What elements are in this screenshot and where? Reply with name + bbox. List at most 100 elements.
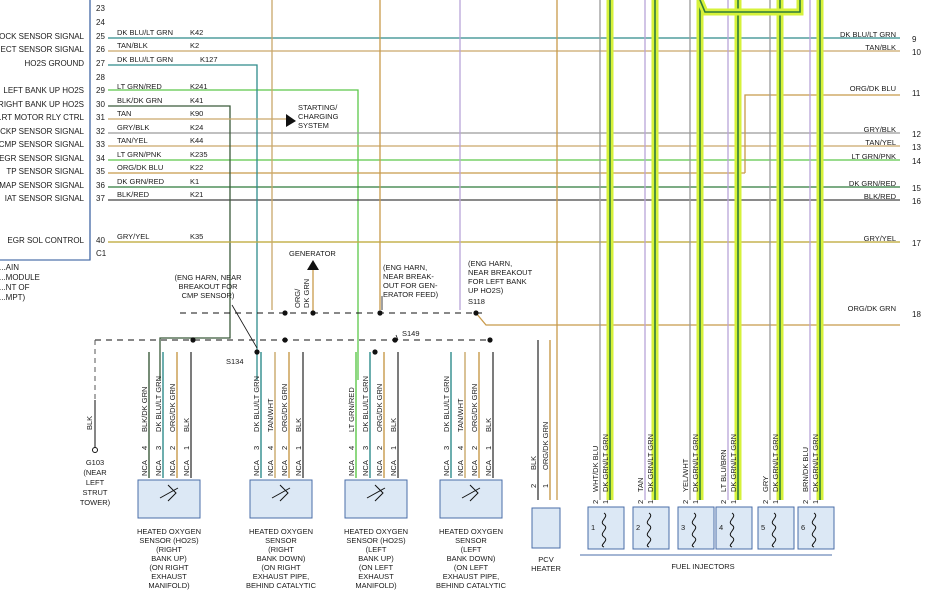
splice-dot: [282, 310, 288, 316]
pcm-title-line: ...NT OF: [0, 283, 30, 292]
pcm-pin-label: ...RT MOTOR RLY CTRL: [0, 113, 85, 122]
wire-color-label: DK GRN/LT GRN: [601, 434, 610, 492]
splice-dot: [310, 310, 316, 316]
generator-callout: NEAR BREAK-: [383, 272, 434, 281]
wire-color-label: LT GRN/PNK: [117, 150, 161, 159]
nca-label: NCA: [375, 460, 384, 476]
generator-callout: OUT FOR GEN-: [383, 281, 438, 290]
ground-label: (NEAR: [83, 468, 107, 477]
pin-number: 32: [96, 127, 105, 136]
circuit-id: K41: [190, 96, 203, 105]
pin-number: 23: [96, 4, 105, 13]
pcv-label: HEATER: [531, 564, 561, 573]
nca-label: NCA: [470, 460, 479, 476]
wire-color-label: BLK: [182, 418, 191, 432]
pcm-pin-label: EGR SENSOR SIGNAL: [0, 154, 85, 163]
sensor-label: (RIGHT: [268, 545, 294, 554]
sensor-label: EXHAUST PIPE,: [443, 572, 500, 581]
nca-label: NCA: [182, 460, 191, 476]
right-wire-label: LT GRN/PNK: [852, 152, 896, 161]
wire-color-label: LT BLU/BRN: [719, 449, 728, 492]
pcm-pin-label: MAP SENSOR SIGNAL: [0, 181, 85, 190]
circuit-id: K42: [190, 28, 203, 37]
pin-number: 29: [96, 86, 105, 95]
pcm-pin-label: ...OCK SENSOR SIGNAL: [0, 32, 85, 41]
pcm-pin-label: HO2S GROUND: [24, 59, 84, 68]
wire-color-label: LT GRN/RED: [117, 82, 162, 91]
sensor-label: SENSOR (HO2S): [346, 536, 406, 545]
sensor-label: SENSOR (HO2S): [139, 536, 199, 545]
sensor-label: BEHIND CATALYTIC: [246, 581, 317, 590]
pcm-pin-label: TP SENSOR SIGNAL: [6, 167, 84, 176]
sensor-label: (LEFT: [366, 545, 387, 554]
cmp-callout: BREAKOUT FOR: [178, 282, 238, 291]
circuit-id: K241: [190, 82, 208, 91]
cmp-callout: CMP SENSOR): [182, 291, 235, 300]
circuit-id: K90: [190, 109, 203, 118]
sensor-label: BANK DOWN): [257, 554, 306, 563]
heater-element-icon: [366, 484, 386, 502]
nca-label: NCA: [168, 460, 177, 476]
right-wire-label: DK GRN/RED: [849, 179, 897, 188]
callout-leader: [395, 334, 399, 341]
wire-color-label: DK BLU/LT GRN: [117, 28, 173, 37]
injector-number: 5: [761, 523, 765, 532]
sensor-label: (RIGHT: [156, 545, 182, 554]
fuel-injector-box: [757, 506, 795, 550]
wire-color-label: DK BLU/LT GRN: [442, 376, 451, 432]
wire-color-label: BLK: [389, 418, 398, 432]
pin-number: 26: [96, 45, 105, 54]
nca-label: NCA: [442, 460, 451, 476]
circuit-id: K127: [200, 55, 218, 64]
starting-system-label: CHARGING: [298, 112, 339, 121]
pcm-pin-label: CMP SENSOR SIGNAL: [0, 140, 85, 149]
nca-label: NCA: [389, 460, 398, 476]
ground-label: STRUT: [83, 488, 108, 497]
continuation-number: 11: [912, 89, 921, 98]
coil-icon: [601, 512, 607, 548]
cmp-callout: (ENG HARN, NEAR: [174, 273, 242, 282]
wire-color-label: DK BLU/LT GRN: [154, 376, 163, 432]
nca-label: NCA: [154, 460, 163, 476]
sensor-label: (ON RIGHT: [149, 563, 189, 572]
pin-number: 30: [96, 100, 105, 109]
coil-icon: [729, 512, 735, 548]
pcm-pin-label: ...ECT SENSOR SIGNAL: [0, 45, 85, 54]
generator-callout: ERATOR FEED): [383, 290, 439, 299]
pin-number: 1: [646, 500, 655, 504]
right-wire-label: GRY/BLK: [864, 125, 896, 134]
splice-dot: [254, 349, 260, 355]
pin-number: 1: [389, 446, 398, 450]
starting-system-label: STARTING/: [298, 103, 338, 112]
pin-number: 25: [96, 32, 105, 41]
pcv-label: PCV: [538, 555, 553, 564]
nca-label: NCA: [266, 460, 275, 476]
injector-number: 1: [591, 523, 595, 532]
pin-number: 36: [96, 181, 105, 190]
pin-number: 28: [96, 73, 105, 82]
wire-color-label: DK GRN/LT GRN: [811, 434, 820, 492]
ground-icon: [92, 447, 98, 453]
splice-label: S134: [226, 357, 244, 366]
circuit-id: K24: [190, 123, 203, 132]
wire-color-label: ORG/DK GRN: [541, 422, 550, 470]
pin-number: 2: [801, 500, 810, 504]
pin-number: 3: [361, 446, 370, 450]
sensor-label: BEHIND CATALYTIC: [436, 581, 507, 590]
wire-color-label: GRY/BLK: [117, 123, 149, 132]
left-ho2s-callout: UP HO2S): [468, 286, 504, 295]
injector-number: 6: [801, 523, 805, 532]
continuation-number: 16: [912, 197, 921, 206]
continuation-number: 14: [912, 157, 921, 166]
right-wire-label: ORG/DK GRN: [848, 304, 896, 313]
left-ho2s-callout: FOR LEFT BANK: [468, 277, 527, 286]
starting-system-label: SYSTEM: [298, 121, 329, 130]
nca-label: NCA: [294, 460, 303, 476]
wire-color-label: BRN/DK BLU: [801, 447, 810, 492]
wire-color-label: TAN: [117, 109, 131, 118]
wire-k41: [108, 105, 231, 380]
sensor-label: (ON LEFT: [359, 563, 394, 572]
pcm-pin-label: IAT SENSOR SIGNAL: [5, 194, 85, 203]
pin-number: 1: [691, 500, 700, 504]
splice-dot: [190, 337, 196, 343]
